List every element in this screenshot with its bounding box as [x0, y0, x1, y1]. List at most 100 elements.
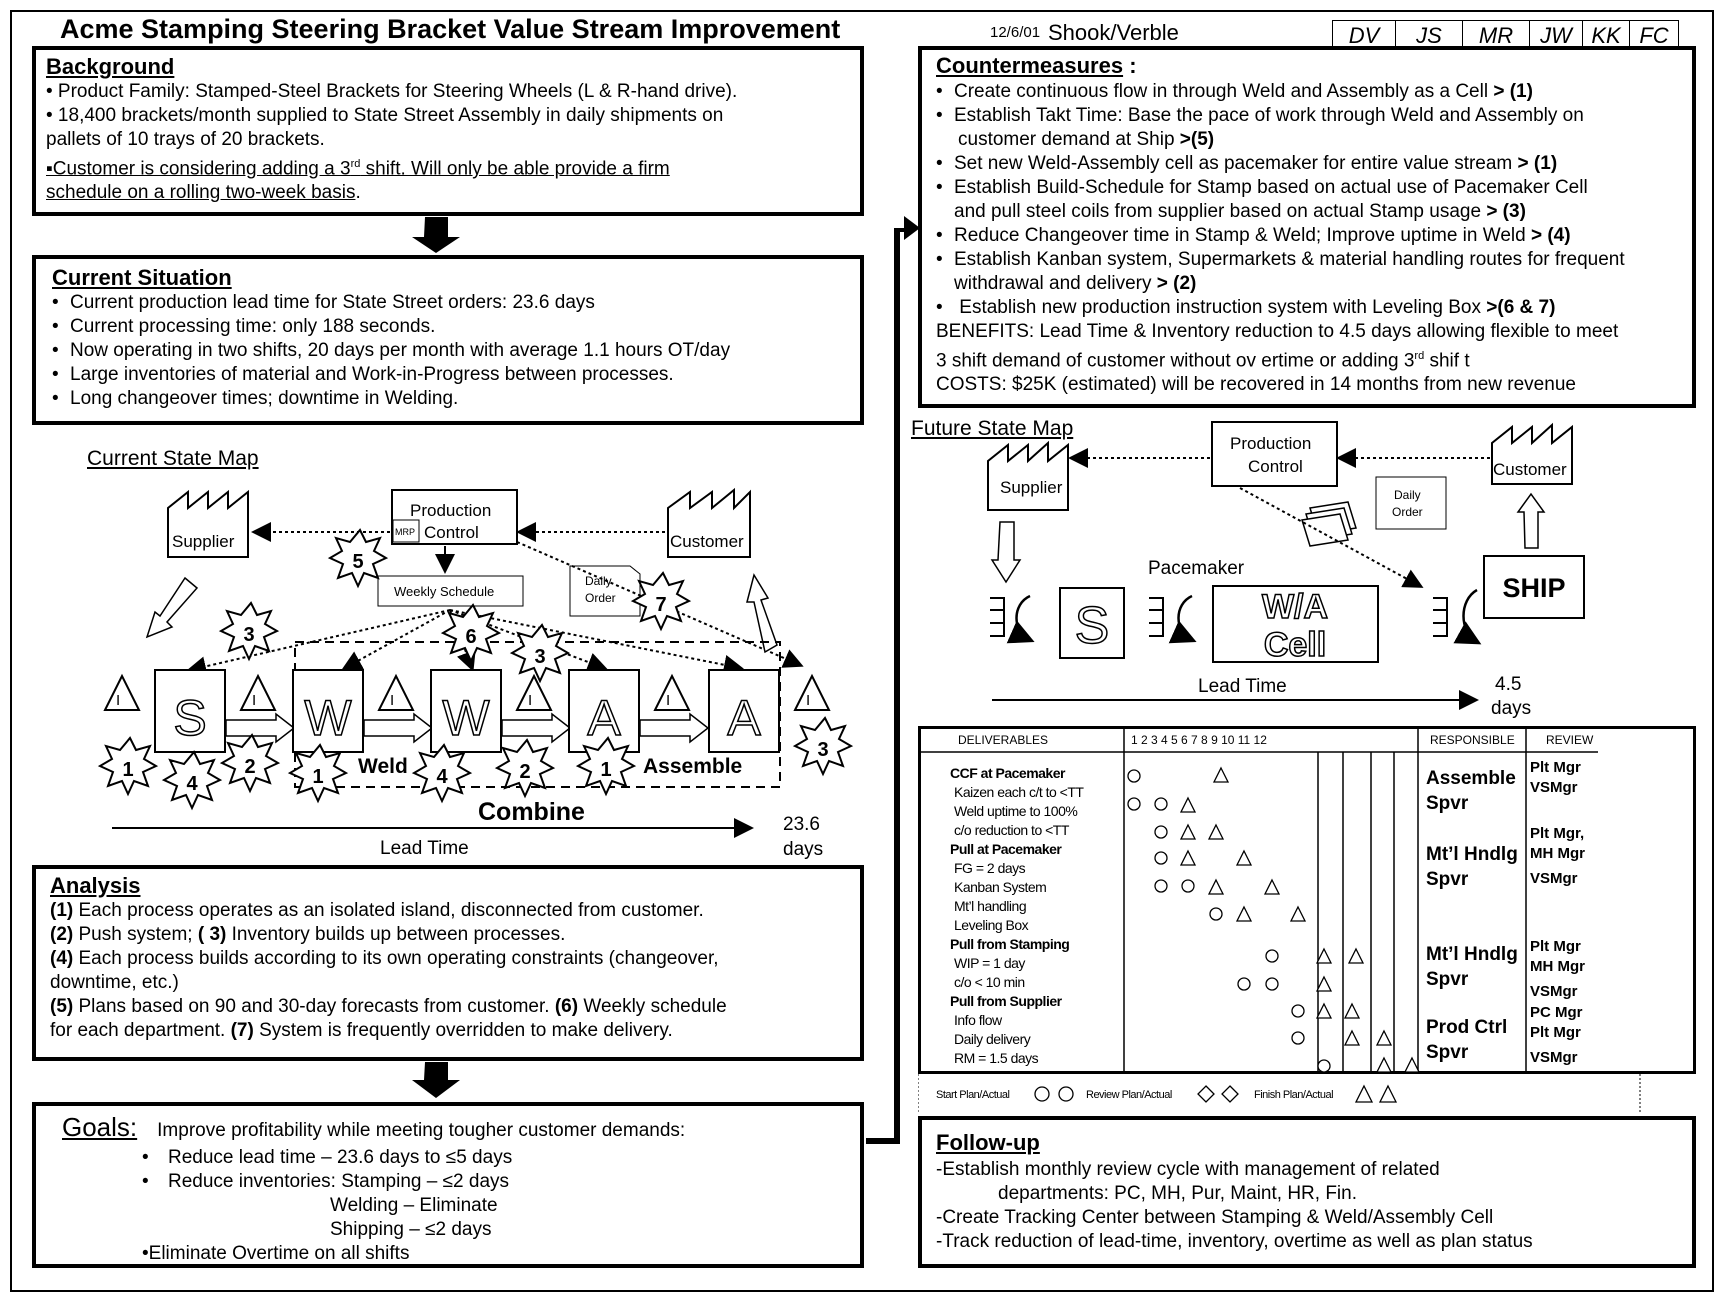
analysis-line: (5) Plans based on 90 and 30-day forecas…: [50, 996, 727, 1017]
goal-item: •Reduce inventories: Stamping – ≤2 days: [142, 1171, 510, 1192]
svg-text:Cell: Cell: [1264, 626, 1326, 664]
initial-cell: JW: [1530, 21, 1583, 49]
review-item: Plt Mgr: [1530, 938, 1581, 955]
current-state-map-label: Current State Map: [87, 447, 259, 470]
lead-time-value: 23.6: [783, 814, 820, 835]
kaizen-bursts: 5 7 3 6 3 1 4 2 1 4 2 1 3: [97, 528, 854, 811]
inventory-triangles: I I I I I I: [103, 673, 831, 711]
followup-line: -Create Tracking Center between Stamping…: [936, 1207, 1494, 1228]
initial-cell: DV: [1333, 21, 1396, 49]
future-daily-order-2: Order: [1392, 505, 1423, 519]
responsible-item: Mt’l Hndlg: [1426, 944, 1518, 965]
svg-text:A: A: [727, 690, 761, 746]
svg-text:I: I: [116, 692, 120, 709]
future-lead-unit: days: [1491, 698, 1531, 719]
future-customer-label: Customer: [1493, 460, 1567, 479]
lead-time-unit: days: [783, 839, 823, 860]
weekly-schedule-box: [377, 575, 524, 607]
daily-order-label-1: Daily: [585, 574, 612, 588]
pacemaker-label: Pacemaker: [1148, 558, 1245, 579]
review-item: Plt Mgr,: [1530, 825, 1584, 842]
daily-order-label-2: Order: [585, 591, 616, 605]
analysis-line: downtime, etc.): [50, 972, 179, 993]
svg-text:I: I: [528, 692, 532, 709]
followup-box: Follow-up -Establish monthly review cycl…: [918, 1116, 1696, 1268]
supplier-factory-icon: [987, 440, 1069, 511]
benefits-line: BENEFITS: Lead Time & Inventory reductio…: [936, 321, 1619, 342]
svg-text:S: S: [173, 690, 206, 746]
plan-grid: [1123, 726, 1527, 1074]
goals-header: Goals:Improve profitability while meetin…: [62, 1112, 686, 1142]
pc-label-2: Control: [424, 523, 479, 542]
review-item: Plt Mgr: [1530, 759, 1581, 776]
initial-cell: MR: [1463, 21, 1530, 49]
kaizen-burst-icon: 4: [411, 743, 473, 804]
page-frame: [10, 10, 1714, 1292]
situation-item: •Now operating in two shifts, 20 days pe…: [52, 340, 731, 361]
countermeasure-item: •Establish Build-Schedule for Stamp base…: [936, 177, 1588, 198]
implementation-plan-box: [918, 726, 1696, 1074]
report-title: Acme Stamping Steering Bracket Value Str…: [60, 14, 841, 44]
countermeasure-item: customer demand at Ship >(5): [958, 129, 1215, 150]
situation-item: •Large inventories of material and Work-…: [52, 364, 674, 385]
push-arrows: [225, 712, 710, 744]
future-supplier-arrow: [990, 521, 1022, 584]
kaizen-burst-icon: 3: [509, 623, 571, 684]
kaizen-burst-icon: 3: [792, 716, 854, 777]
legend-start: Start Plan/Actual: [936, 1089, 1009, 1101]
future-daily-order-icon: [1375, 476, 1447, 530]
review-item: MH Mgr: [1530, 845, 1585, 862]
svg-text:W/A: W/A: [1262, 588, 1328, 626]
countermeasure-item: •Create continuous flow in through Weld …: [936, 81, 1533, 102]
goal-item: •Reduce lead time – 23.6 days to ≤5 days: [142, 1147, 513, 1168]
supplier-factory-icon: [167, 489, 249, 558]
review-item: MH Mgr: [1530, 958, 1585, 975]
future-pc-label-1: Production: [1230, 434, 1311, 453]
background-line: ▪Customer is considering adding a 3rd sh…: [46, 158, 670, 180]
followup-line: departments: PC, MH, Pur, Maint, HR, Fin…: [998, 1183, 1357, 1204]
deliverable-item: RM = 1.5 days: [954, 1050, 1039, 1066]
deliverable-item: Info flow: [954, 1012, 1003, 1028]
deliverable-item: FG = 2 days: [954, 860, 1026, 876]
responsible-column: Assemble Spvr Mt’l Hndlg Spvr Mt’l Hndlg…: [1426, 768, 1518, 1063]
svg-text:1: 1: [122, 759, 133, 781]
future-production-control-box: [1211, 421, 1338, 487]
analysis-box: Analysis (1) Each process operates as an…: [32, 865, 864, 1061]
svg-text:3: 3: [243, 624, 254, 646]
mrp-label: MRP: [395, 527, 415, 537]
kaizen-burst-icon: 6: [440, 603, 502, 664]
svg-text:2: 2: [519, 761, 530, 783]
deliverable-item: Kaizen each c/t to <TT: [954, 784, 1084, 800]
future-customer-arrow: [1516, 492, 1546, 549]
initial-cell: FC: [1630, 21, 1679, 49]
responsible-item: Spvr: [1426, 793, 1469, 814]
flow-down-arrow: [412, 1062, 460, 1098]
combine-label: Combine: [478, 798, 585, 826]
pull-arrow-icons: [1006, 588, 1482, 645]
deliverable-item: Leveling Box: [954, 917, 1029, 933]
supplier-label: Supplier: [172, 532, 235, 551]
weekly-schedule-label: Weekly Schedule: [394, 584, 494, 599]
kaizen-burst-icon: 1: [97, 736, 159, 797]
current-situation-title: Current Situation: [52, 265, 232, 290]
svg-text:I: I: [390, 692, 394, 709]
svg-text:W: W: [442, 690, 490, 746]
svg-text:4: 4: [186, 773, 198, 795]
initial-cell: JS: [1396, 21, 1463, 49]
svg-text:2: 2: [244, 756, 255, 778]
process-box-assemble-1: [568, 669, 640, 753]
analysis-line: (2) Push system; ( 3) Inventory builds u…: [50, 924, 566, 945]
situation-item: •Long changeover times; downtime in Weld…: [52, 388, 459, 409]
svg-text:W: W: [304, 690, 352, 746]
followup-line: -Track reduction of lead-time, inventory…: [936, 1231, 1533, 1252]
deliverable-item: Weld uptime to 100%: [954, 803, 1077, 819]
deliverable-item: WIP = 1 day: [954, 955, 1025, 971]
deliverable-item: c/o < 10 min: [954, 974, 1025, 990]
review-item: Plt Mgr: [1530, 1024, 1581, 1041]
goal-subitem: Welding – Eliminate: [330, 1195, 498, 1216]
review-header: REVIEW: [1546, 733, 1594, 747]
svg-text:7: 7: [655, 594, 666, 616]
analysis-line: (1) Each process operates as an isolated…: [50, 900, 704, 921]
background-box: Background • Product Family: Stamped-Ste…: [32, 46, 864, 216]
kaizen-burst-icon: 3: [218, 601, 280, 662]
